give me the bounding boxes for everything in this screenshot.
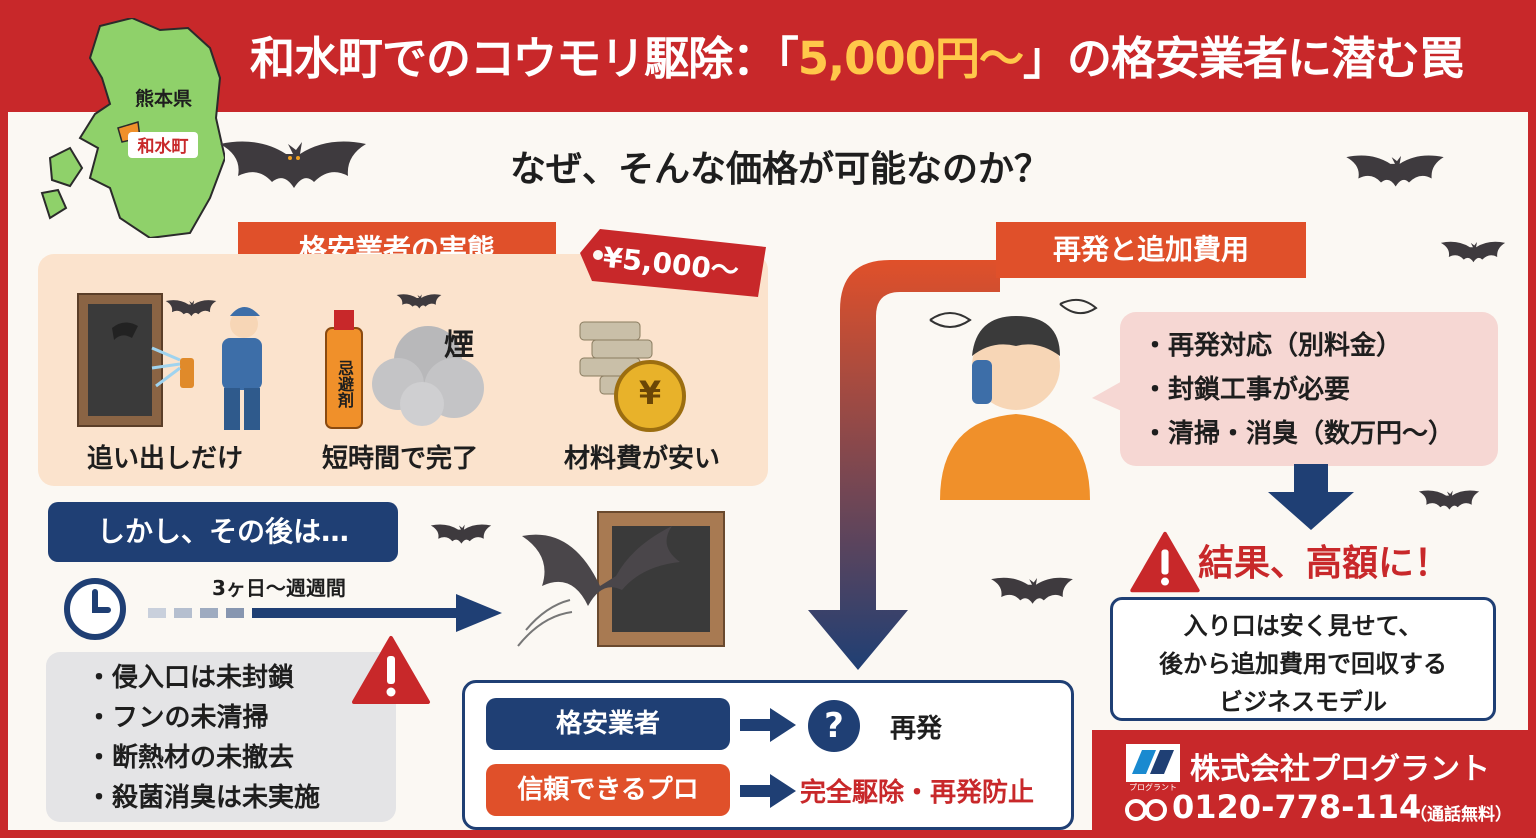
item-caption-cheap-materials: 材料費が安い (563, 444, 720, 474)
company-name: 株式会社プログラント (1190, 752, 1490, 787)
smoke-label: 煙 (444, 328, 474, 363)
page-title: 和水町でのコウモリ駆除：「5,000円〜」の格安業者に潜む罠 (250, 32, 1464, 85)
bat-window-icon (517, 511, 725, 647)
cheap-vendor-label: 格安業者 (486, 698, 730, 750)
timeline-label: 3ヶ日〜週週間 (212, 576, 346, 600)
kumamoto-map-icon (40, 18, 225, 238)
cost-item: ・再発対応（別料金） (1142, 331, 1403, 361)
issue-item: ・断熱材の未撤去 (86, 743, 295, 773)
bat-icon (430, 524, 492, 544)
after-pill: しかし、その後は… (48, 502, 398, 562)
bat-icon (1346, 155, 1444, 187)
map-town-label: 和水町 (128, 132, 198, 158)
issue-item: ・殺菌消臭は未実施 (86, 783, 321, 813)
company-logo-icon (1126, 744, 1180, 782)
business-model-box: 入り口は安く見せて、 後から追加費用で回収する ビジネスモデル (1110, 597, 1496, 721)
trusted-pro-label: 信頼できるプロ (486, 764, 730, 816)
bat-icon (1440, 241, 1506, 263)
bat-icon (165, 300, 217, 317)
map-prefecture-label: 熊本県 (135, 88, 193, 110)
model-line: 入り口は安く見せて、 (1183, 612, 1423, 640)
cost-item: ・封鎖工事が必要 (1142, 375, 1351, 405)
logo-caption: プログラント (1129, 783, 1177, 792)
issue-item: ・フンの未清掃 (86, 703, 269, 733)
right-arrow-icon (740, 774, 796, 808)
worried-man-icon (929, 298, 1098, 500)
bat-icon (396, 294, 442, 309)
question-icon (808, 700, 860, 752)
worker-spray-icon (77, 293, 262, 430)
yen-coin-label: ¥ (638, 374, 662, 412)
price-tag-icon (580, 229, 766, 297)
cheap-materials-yen-icon (579, 321, 686, 432)
phone-number[interactable]: 0120-778-114 (1172, 788, 1422, 826)
trusted-pro-result: 完全駆除・再発防止 (800, 778, 1035, 808)
result-title: 結果、高額に！ (1198, 543, 1451, 584)
right-arrow-icon (740, 708, 796, 742)
bat-icon (220, 141, 366, 188)
down-arrow-icon (1268, 464, 1354, 530)
flow-arrow-icon (808, 260, 1000, 670)
item-caption-chase-out: 追い出しだけ (86, 444, 243, 474)
model-line: 後から追加費用で回収する (1159, 650, 1447, 678)
model-line: ビジネスモデル (1219, 688, 1387, 716)
ribbon-recurrence-costs: 再発と追加費用 (974, 222, 1328, 278)
warning-icon (1130, 531, 1200, 593)
section-subtitle: なぜ、そんな価格が可能なのか？ (509, 149, 1050, 190)
bat-icon (1418, 490, 1480, 510)
can-label: 忌避剤 (335, 360, 354, 408)
header-bar (0, 0, 1536, 112)
timeline-arrow-icon (148, 594, 502, 632)
speech-tail-icon (1092, 380, 1124, 412)
bat-icon (991, 577, 1073, 604)
repellent-smoke-icon (325, 310, 484, 429)
cheap-vendor-result: 再発 (890, 714, 943, 744)
unresolved-issues-box (46, 652, 396, 822)
issue-item: ・侵入口は未封鎖 (86, 663, 295, 693)
phone-note: （通話無料） (1410, 805, 1512, 825)
freedial-icon (1125, 799, 1167, 821)
clock-icon (64, 578, 126, 640)
warning-icon (352, 636, 430, 704)
question-mark: ? (824, 706, 844, 746)
cost-item: ・清掃・消臭（数万円〜） (1142, 419, 1455, 449)
title-price-highlight: 5,000円〜 (797, 32, 1024, 85)
item-caption-short-time: 短時間で完了 (321, 444, 478, 474)
extra-costs-box (1120, 312, 1498, 466)
